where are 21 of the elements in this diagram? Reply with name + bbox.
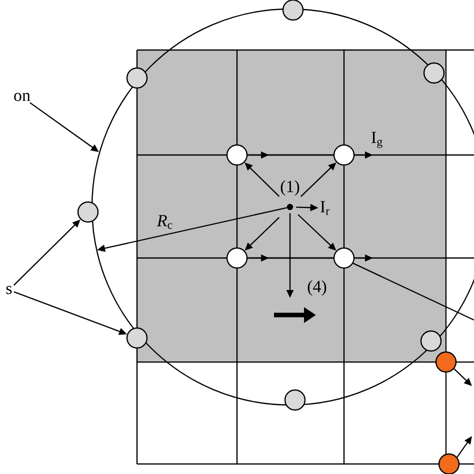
- boundary-node: [126, 67, 148, 89]
- boundary-node: [423, 62, 445, 84]
- grid-node: [226, 144, 248, 166]
- boundary-node: [77, 201, 99, 223]
- arrow: [454, 368, 472, 386]
- edge-label: (4): [308, 280, 326, 296]
- grid-node: [435, 351, 457, 373]
- edge-label: I$_{g}$: [372, 132, 382, 148]
- grid-node: [333, 144, 355, 166]
- grid-node: [333, 247, 355, 269]
- edge-label: R$_{c}$: [156, 215, 172, 229]
- current-label: I$_{r}$: [320, 201, 330, 215]
- grid-node: [438, 453, 460, 474]
- grid-node: [226, 247, 248, 269]
- boundary-node: [282, 0, 304, 21]
- boundary-node: [284, 389, 306, 411]
- node-label: (1): [280, 180, 300, 196]
- boundary-node: [420, 330, 442, 352]
- label-text: on: [14, 92, 30, 102]
- label-text: s: [6, 286, 12, 294]
- boundary-node: [126, 327, 148, 349]
